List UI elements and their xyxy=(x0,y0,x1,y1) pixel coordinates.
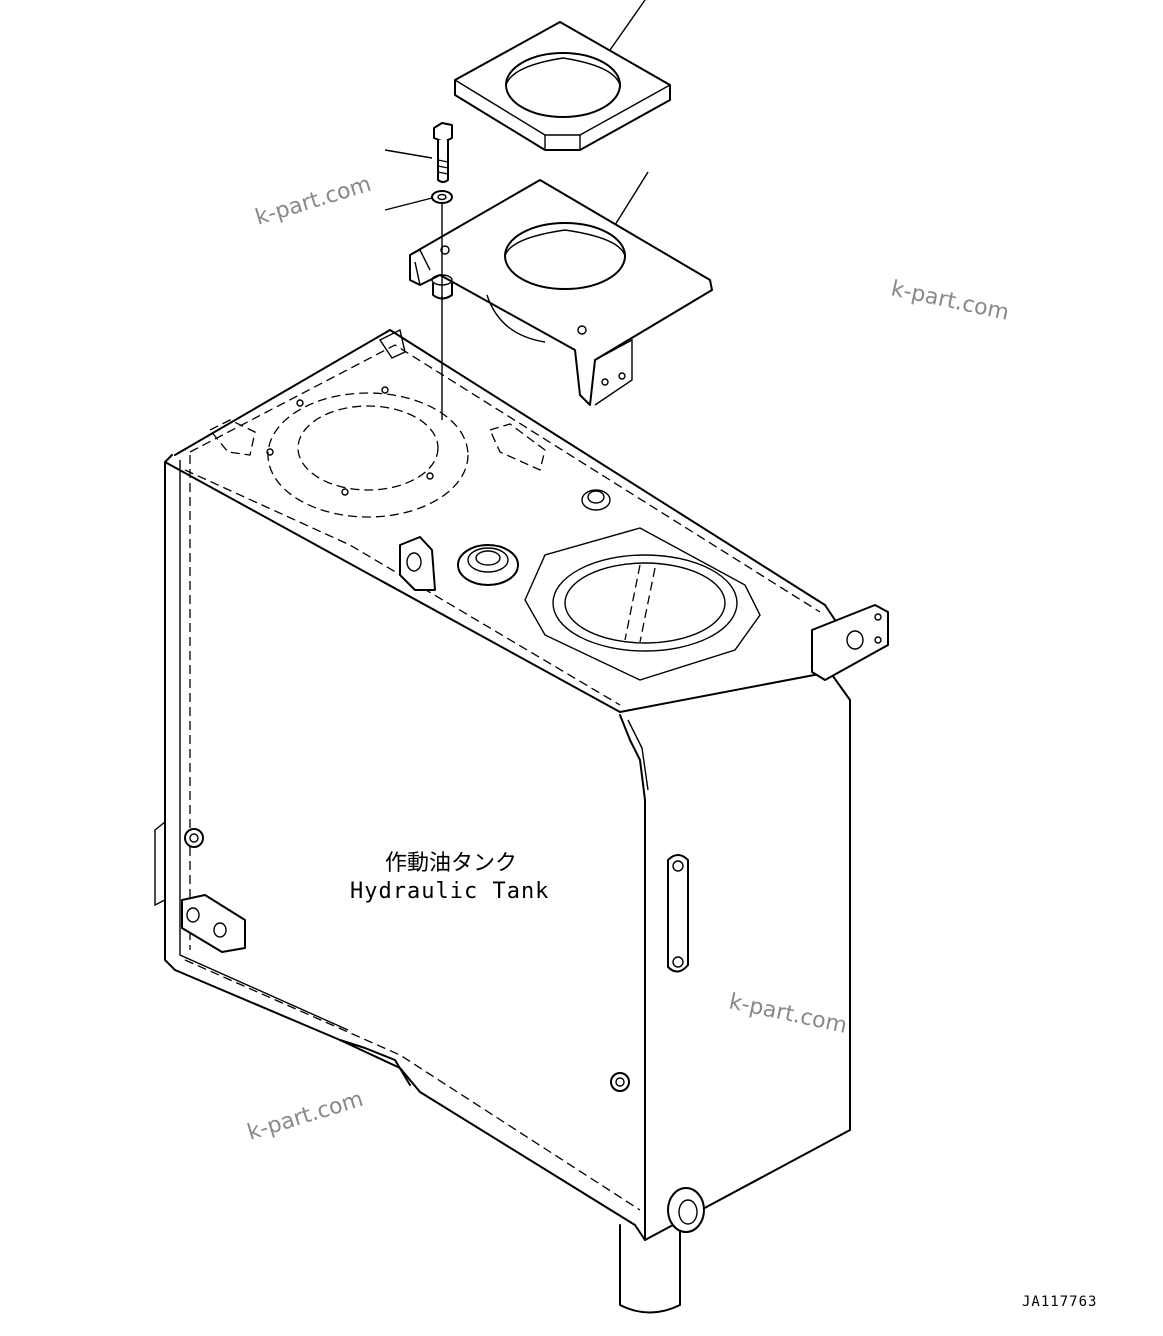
lifting-lug xyxy=(399,536,436,591)
filler-cap xyxy=(457,544,519,586)
top-left-flange xyxy=(266,386,469,518)
watermark: k-part.com xyxy=(252,172,374,231)
spacer-plate xyxy=(454,21,671,151)
watermark: k-part.com xyxy=(727,989,849,1038)
hydraulic-tank xyxy=(164,329,851,1314)
washer xyxy=(431,190,453,204)
top-brackets xyxy=(208,328,546,471)
leader-lines xyxy=(384,0,649,226)
breather xyxy=(581,489,611,511)
bolt xyxy=(433,122,453,183)
right-bracket xyxy=(811,604,889,681)
top-right-flange xyxy=(524,527,761,681)
watermark: k-part.com xyxy=(889,276,1011,325)
outlet-pipe xyxy=(619,1224,681,1314)
right-face-strap xyxy=(610,854,689,1092)
drawing-code: JA117763 xyxy=(1022,1294,1097,1310)
left-face-mounts xyxy=(154,820,246,953)
tank-right-face xyxy=(619,671,851,1241)
tank-label-jp: 作動油タンク xyxy=(385,851,517,876)
tank-label-en: Hydraulic Tank xyxy=(350,879,549,904)
watermark: k-part.com xyxy=(244,1087,366,1146)
